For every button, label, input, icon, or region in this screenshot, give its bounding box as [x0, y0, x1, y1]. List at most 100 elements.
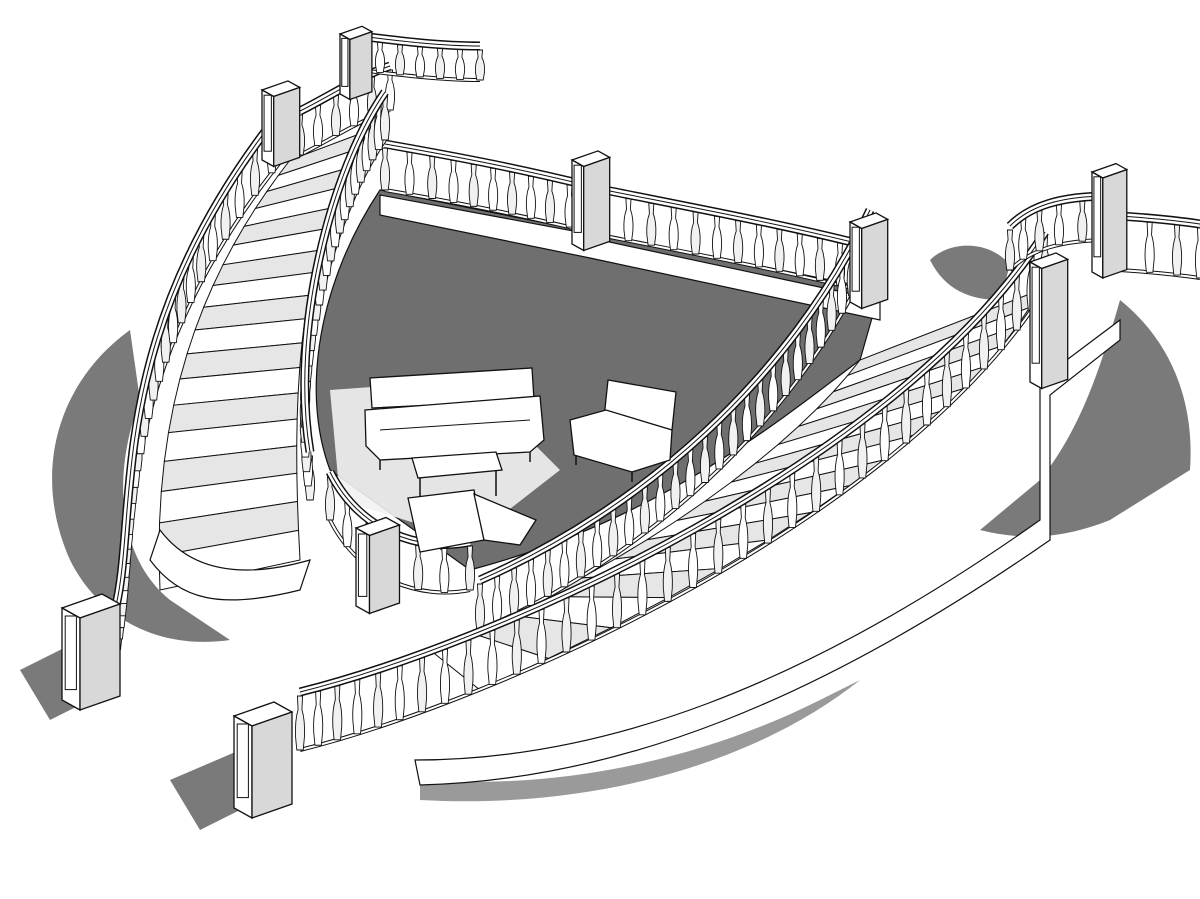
back-railing-left	[379, 139, 596, 234]
top-landing-railing-baluster	[312, 105, 324, 146]
left-outer-railing-handrail-line	[114, 99, 291, 611]
right-inner-railing-baluster	[492, 575, 503, 623]
back-railing-left-baluster	[427, 156, 438, 199]
right-outer-railing-baluster	[857, 423, 868, 479]
right-outer-railing-baluster	[294, 695, 306, 751]
right-outer-railing-baluster	[901, 388, 912, 444]
far-right-railing-baluster	[1194, 227, 1200, 279]
back-railing-left-baluster	[507, 171, 518, 215]
back-center-newel-post-panel	[573, 164, 582, 233]
right-outer-railing-baluster	[879, 406, 890, 462]
bottom-newel-post-face	[233, 714, 253, 820]
right-outer-railing-baluster	[536, 608, 547, 664]
back-right-newel-post-side	[861, 218, 889, 310]
right-outer-railing-baluster	[834, 440, 845, 496]
right-inner-railing-baluster	[685, 449, 696, 497]
back-right-newel-post	[848, 212, 890, 310]
far-right-railing-baluster	[1144, 221, 1155, 273]
balustrades	[60, 25, 1200, 820]
furniture-group	[364, 367, 677, 553]
right-outer-railing-baluster	[787, 472, 798, 528]
center-newel-post-panel	[357, 533, 368, 597]
center-newel-post-side	[368, 524, 401, 615]
far-right-newel-post-panel	[1093, 176, 1102, 258]
center-front-railing-baluster	[342, 502, 353, 548]
right-stair-base-curve	[414, 318, 1121, 786]
far-right-railing-handrail-line	[1119, 215, 1200, 225]
back-railing-left-handrail-line	[384, 143, 591, 187]
right-outer-railing-baluster	[561, 597, 572, 653]
right-outer-railing-baluster	[373, 672, 384, 728]
back-railing-left-handrail-face	[384, 141, 591, 189]
back-railing-right-baluster	[814, 237, 825, 281]
right-newel-post	[1028, 252, 1070, 390]
back-railing-right-baluster	[733, 220, 744, 264]
back-railing-right-baluster	[774, 228, 785, 272]
right-outer-railing-baluster	[586, 585, 597, 641]
back-railing-right-baluster	[668, 207, 679, 251]
left-newel-post	[60, 593, 122, 712]
back-railing-right-handrail-line	[604, 189, 861, 245]
back-railing-left-baluster	[488, 167, 499, 211]
top-left-newel-post	[260, 80, 302, 168]
top-gallery-railing-baluster	[394, 44, 406, 76]
sofa-icon	[364, 367, 545, 470]
far-right-railing-base-highlight	[1119, 269, 1200, 279]
top-gallery-railing-baluster	[414, 46, 426, 78]
top-landing-railing-baluster	[330, 95, 342, 137]
back-center-newel-post-side	[583, 156, 611, 252]
left-inner-railing	[299, 89, 391, 501]
right-inner-railing-baluster	[592, 520, 603, 568]
top-gallery-post	[338, 25, 374, 101]
right-outer-railing-baluster	[713, 518, 724, 574]
right-stair-shadow	[980, 300, 1191, 537]
back-railing-left-baluster	[379, 147, 391, 191]
left-outer-railing	[109, 97, 296, 661]
right-inner-railing-baluster	[699, 436, 711, 483]
far-right-newel-post	[1090, 162, 1129, 280]
top-gallery-railing-baluster	[454, 49, 466, 81]
right-outer-railing-baluster	[611, 573, 623, 629]
left-stair-shadow	[52, 330, 230, 642]
top-gallery-railing	[354, 31, 486, 82]
far-right-curve-railing-baluster	[1034, 210, 1045, 252]
top-left-newel-post-panel	[263, 94, 272, 152]
far-right-curve-railing-baluster	[1053, 204, 1064, 246]
back-railing-right-baluster	[753, 224, 764, 268]
right-newel-post-side	[1041, 258, 1069, 390]
right-outer-railing-baluster	[332, 685, 343, 741]
back-railing-left-baluster	[544, 180, 555, 223]
right-inner-railing-baluster	[624, 498, 635, 546]
right-inner-railing-baluster	[608, 509, 619, 557]
top-gallery-railing-baluster	[434, 48, 446, 79]
right-outer-railing-baluster	[960, 333, 971, 389]
back-railing-left-baluster	[448, 160, 459, 203]
right-outer-railing-baluster	[1011, 275, 1022, 331]
right-inner-railing-baluster	[655, 474, 666, 522]
right-inner-railing-baluster	[728, 408, 739, 456]
left-stair-treads	[158, 129, 372, 591]
right-outer-railing-baluster	[762, 488, 773, 544]
right-outer-railing	[294, 229, 1051, 752]
far-right-railing	[1114, 211, 1200, 280]
far-right-curve-railing-baluster	[1004, 229, 1016, 271]
armchair-icon	[569, 379, 677, 482]
right-inner-railing-baluster	[639, 486, 650, 534]
right-outer-railing-baluster	[941, 352, 952, 408]
lounge-chair-icon	[407, 489, 537, 553]
left-stair-stringer	[149, 528, 311, 601]
left-inner-railing-handrail-line	[304, 91, 386, 453]
center-front-railing-baluster	[464, 545, 476, 591]
back-railing-left-baluster	[525, 175, 536, 219]
left-newel-post-side	[79, 603, 121, 711]
far-right-newel-post-side	[1102, 168, 1128, 279]
right-inner-railing-baluster	[525, 559, 537, 606]
right-inner-railing-baluster	[670, 462, 681, 509]
front-curve-shadow	[420, 680, 860, 802]
top-gallery-post-side	[349, 30, 373, 101]
right-inner-railing-baluster	[474, 583, 486, 631]
bottom-newel-post	[232, 701, 294, 820]
back-railing-right-baluster	[794, 233, 805, 277]
